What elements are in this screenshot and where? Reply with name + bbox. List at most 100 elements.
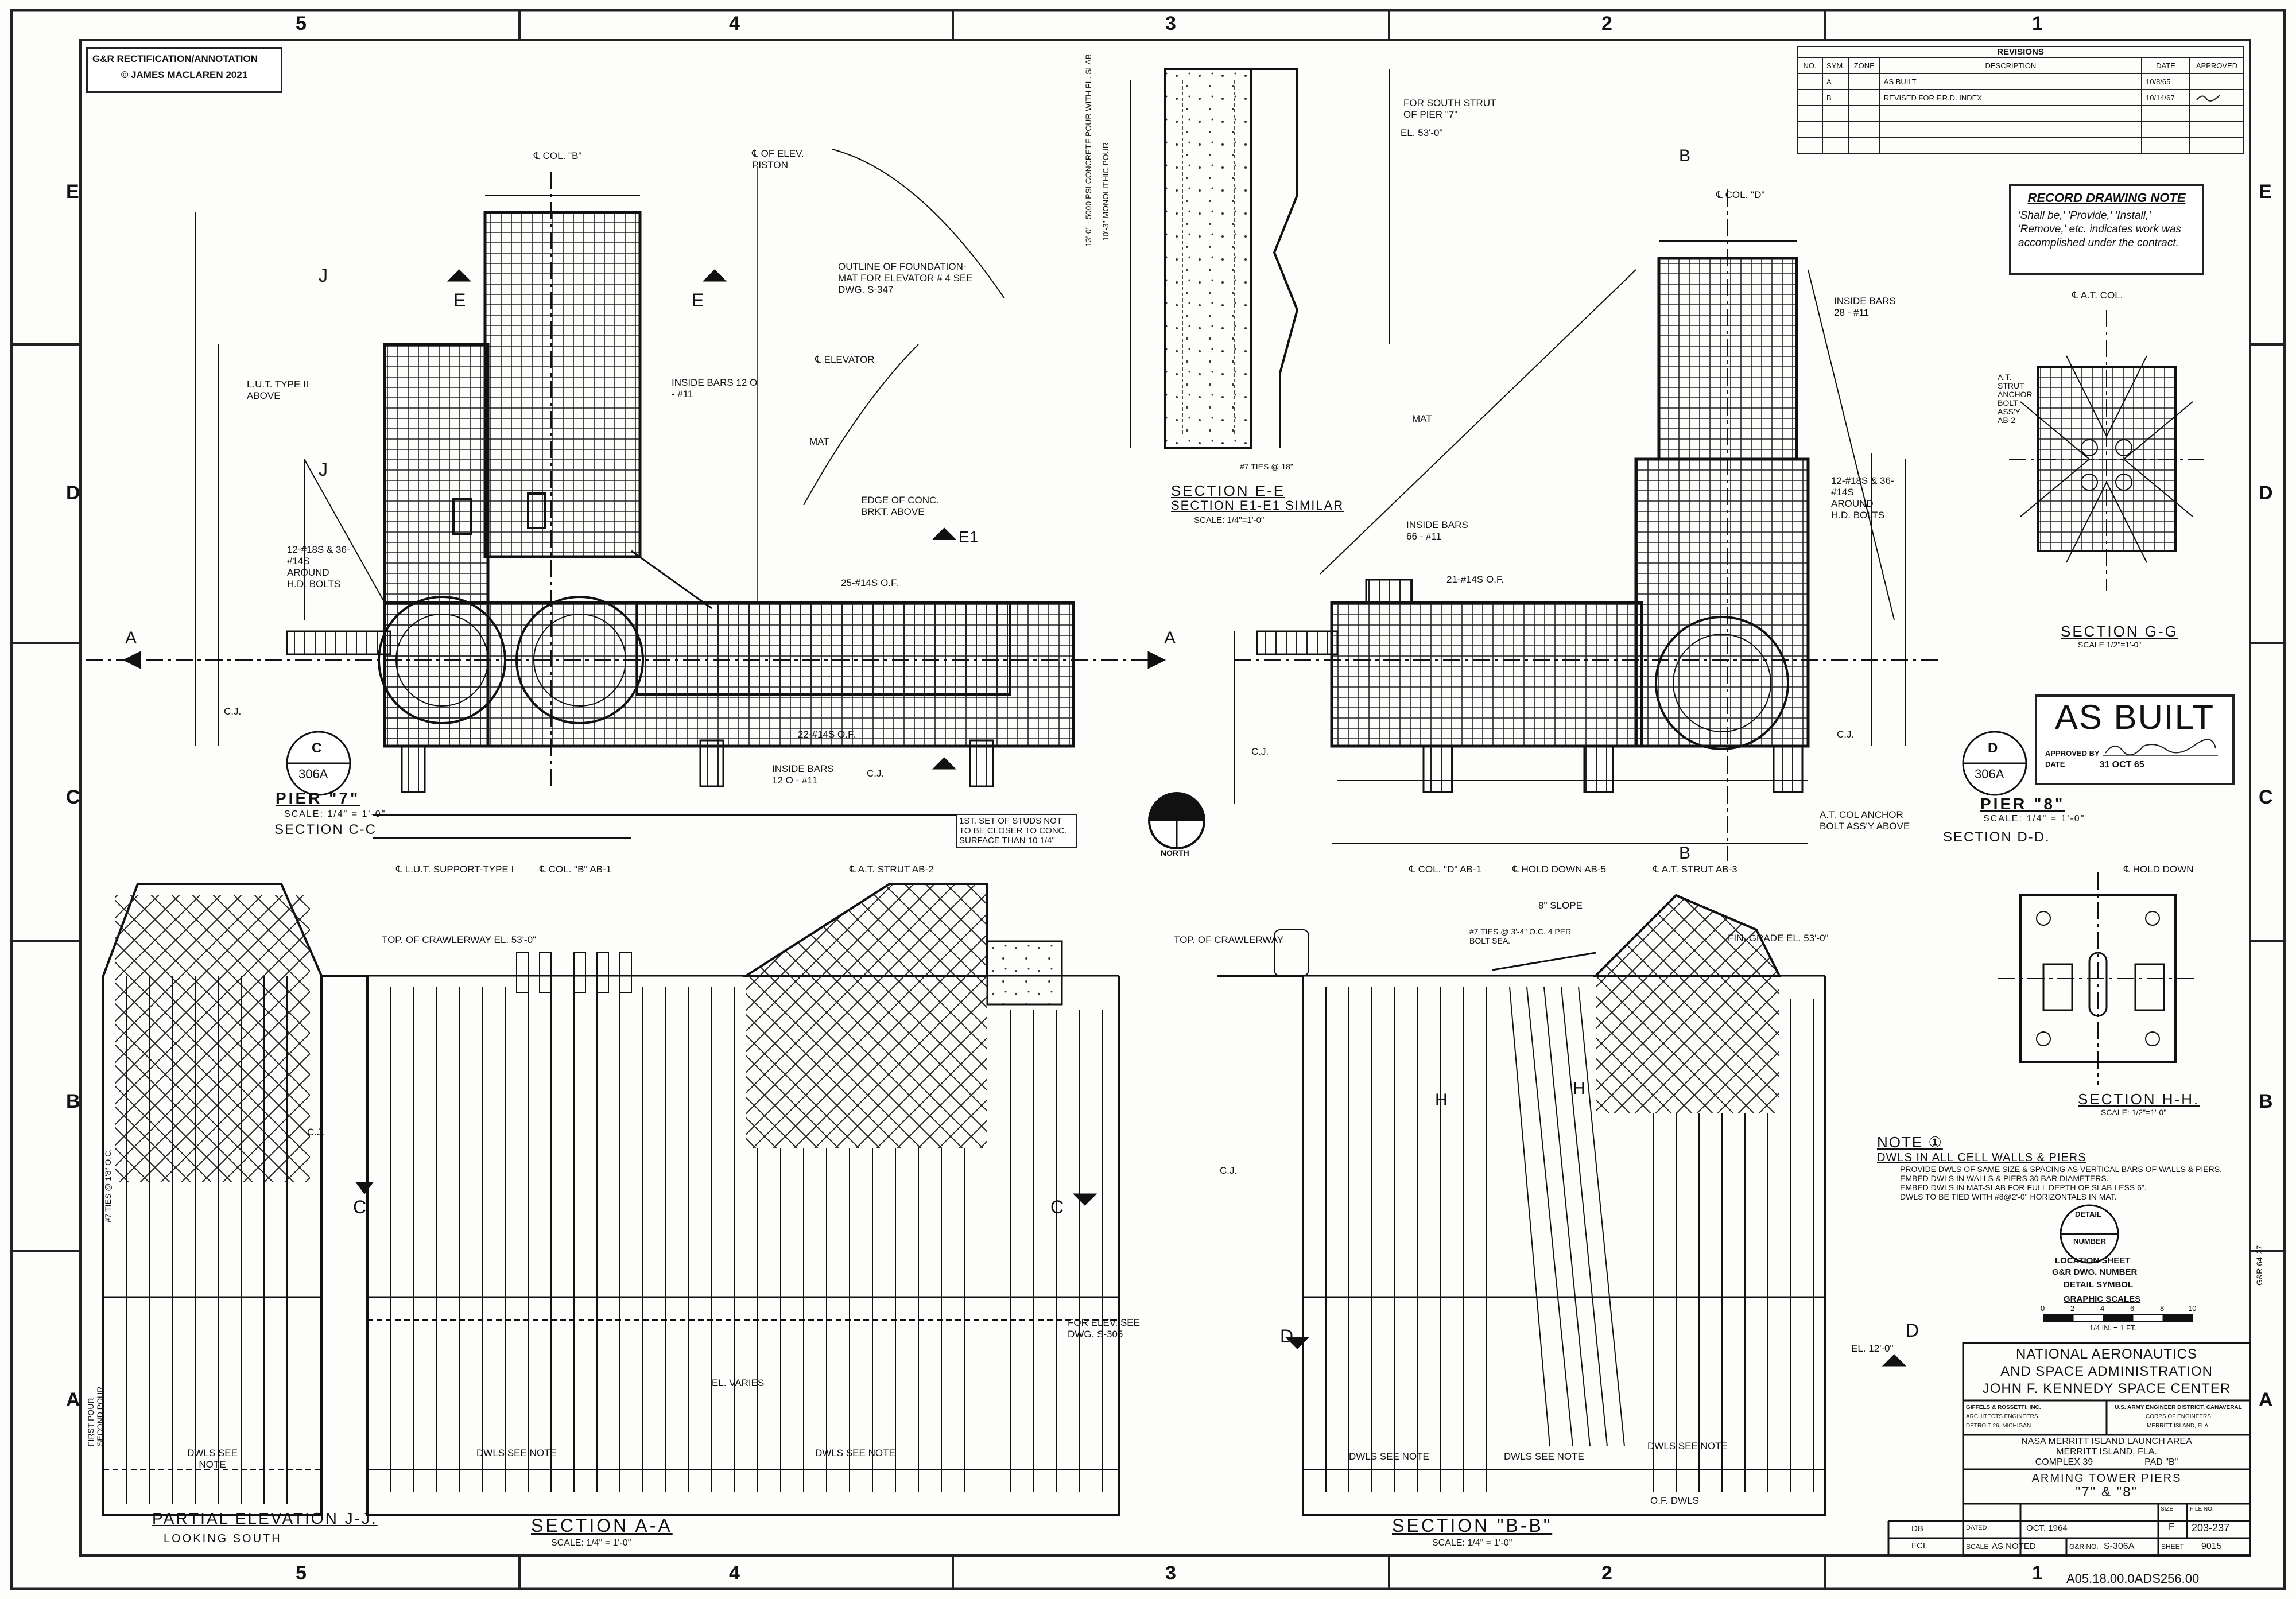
rev-desc: REVISED FOR F.R.D. INDEX — [1879, 89, 2143, 106]
bottom-reference: A05.18.00.0ADS256.00 — [2066, 1571, 2200, 1586]
record-note-body: 'Shall be,' 'Provide,' 'Install,' 'Remov… — [2018, 209, 2181, 249]
callout-inside-bars-b: INSIDE BARS 28 - #11 — [1834, 296, 1896, 318]
section-label-h-2: H — [1573, 1079, 1585, 1098]
zone-side-a-left: A — [66, 1389, 80, 1411]
title-block-sheet: 9015 — [2201, 1542, 2222, 1551]
legend-graphic-scales: GRAPHIC SCALES — [2064, 1294, 2141, 1304]
dwls-note-jj: DWLS SEE NOTE — [187, 1447, 238, 1470]
zone-top-3: 3 — [1165, 13, 1176, 34]
north-arrow-icon — [1148, 792, 1205, 849]
callout-at-strut-ab2: ℄ A.T. STRUT AB-2 — [850, 864, 934, 875]
zone-side-a-right: A — [2259, 1389, 2273, 1411]
dwls-note-aa-2: DWLS SEE NOTE — [815, 1447, 895, 1458]
scale-tick-4: 4 — [2100, 1304, 2105, 1313]
title-block-architect: GIFFELS & ROSSETTI, INC. ARCHITECTS ENGI… — [1966, 1403, 2104, 1431]
title-block-drawing-title: ARMING TOWER PIERS "7" & "8" — [1963, 1472, 2250, 1499]
callout-col-d-ab1: ℄ COL. "D" AB-1 — [1409, 864, 1481, 875]
section-label-b-top: B — [1679, 146, 1691, 165]
section-hh-scale: SCALE: 1/2"=1'-0" — [2101, 1108, 2167, 1117]
callout-ties-18: #7 TIES @ 1'8" O.C. — [103, 1148, 113, 1222]
title-block-drawn: DB — [1911, 1524, 1923, 1534]
partial-elevation-title: PARTIAL ELEVATION J-J. — [152, 1509, 378, 1527]
title-block-size: F — [2169, 1522, 2174, 1532]
note-1-line-1: DWLS IN ALL CELL WALLS & PIERS — [1877, 1151, 2086, 1164]
callout-monolithic: 10'-3" MONOLITHIC POUR — [1101, 142, 1110, 241]
section-label-d-2: D — [1906, 1320, 1919, 1341]
project-line-2: MERRITT ISLAND, FLA. — [2056, 1447, 2157, 1457]
partial-elevation-jj — [102, 883, 323, 1516]
section-label-d-1: D — [1280, 1326, 1294, 1346]
pier-7-arm — [636, 601, 1011, 696]
record-note-title: RECORD DRAWING NOTE — [2027, 191, 2186, 205]
zone-side-c-right: C — [2259, 786, 2273, 808]
section-label-c-2: C — [1050, 1197, 1064, 1217]
agency-line-3: JOHN F. KENNEDY SPACE CENTER — [1982, 1381, 2231, 1396]
zone-top-4: 4 — [729, 13, 740, 34]
rev-col-zone: ZONE — [1848, 57, 1880, 74]
rev-approved-signature — [2189, 89, 2244, 106]
callout-col-b: ℄ COL. "B" — [534, 150, 582, 161]
callout-around-bolts-a: 12-#18S & 36-#14S AROUND H.D. BOLTS — [287, 544, 350, 589]
legend-number: NUMBER — [2073, 1237, 2107, 1245]
callout-ties-bolt: #7 TIES @ 3'-4" O.C. 4 PER BOLT SEA. — [1469, 927, 1572, 945]
pier-7-dimensions — [195, 195, 1010, 839]
title-block-scale: AS NOTED — [1992, 1542, 2036, 1551]
edge-tag: G&R 64-27 — [2255, 1245, 2264, 1286]
section-label-j-2: J — [319, 459, 328, 480]
section-ee — [1130, 68, 1390, 449]
callout-south-strut: FOR SOUTH STRUT OF PIER "7" — [1403, 98, 1496, 120]
note-1-title: NOTE ① — [1877, 1134, 1943, 1151]
annotation-line-1: G&R RECTIFICATION/ANNOTATION — [92, 53, 258, 64]
approved-label: APPROVED BY — [2045, 749, 2100, 758]
pier-7-plan — [86, 149, 1148, 793]
dwls-note-aa-1: DWLS SEE NOTE — [476, 1447, 557, 1458]
rev-sym: B — [1822, 89, 1849, 106]
callout-hold-down: ℄ HOLD DOWN — [2124, 864, 2194, 875]
as-built-stamp: AS BUILT APPROVED BY DATE 31 OCT 65 — [2035, 694, 2235, 785]
drawing-title-line-1: ARMING TOWER PIERS — [2031, 1472, 2182, 1485]
section-label-j-1: J — [319, 265, 328, 286]
section-bb-title: SECTION "B-B" — [1392, 1515, 1553, 1536]
zone-bottom-1: 1 — [2032, 1562, 2043, 1584]
callout-elev-piston: ℄ OF ELEV. PISTON — [752, 148, 804, 170]
title-block-gr-no: S-306A — [2104, 1542, 2135, 1551]
agency-line-1: NATIONAL AERONAUTICS — [2015, 1346, 2198, 1362]
callout-lut: L.U.T. TYPE II ABOVE — [247, 379, 309, 401]
section-aa-scale: SCALE: 1/4" = 1'-0" — [551, 1538, 631, 1548]
rev-col-sym: SYM. — [1822, 57, 1849, 74]
partial-elevation-sub: LOOKING SOUTH — [164, 1532, 282, 1545]
annotation-box: G&R RECTIFICATION/ANNOTATION © JAMES MAC… — [86, 47, 282, 93]
callout-top-crawlerway-b: TOP. OF CRAWLERWAY — [1174, 934, 1284, 945]
table-row: B REVISED FOR F.R.D. INDEX 10/14/67 — [1797, 89, 2244, 106]
date-value: 31 OCT 65 — [2099, 760, 2144, 770]
section-label-e-1: E — [453, 290, 466, 311]
zone-side-d-left: D — [66, 482, 80, 504]
title-block-checked: FCL — [1911, 1541, 1928, 1551]
annotation-line-2: © JAMES MACLAREN 2021 — [121, 69, 248, 80]
title-block-sheet-label: SHEET — [2161, 1543, 2185, 1551]
title-block-file-no: 203-237 — [2192, 1522, 2230, 1534]
callout-hold-down-ab5: ℄ HOLD DOWN AB-5 — [1512, 864, 1606, 875]
callout-cj-d: C.J. — [1837, 729, 1855, 740]
callout-first-pour: FIRST POUR SECOND POUR — [86, 1386, 104, 1446]
zone-side-b-left: B — [66, 1090, 80, 1112]
note-1-line-3: EMBED DWLS IN WALLS & PIERS 30 BAR DIAME… — [1900, 1174, 2109, 1183]
pier-8-section: SECTION D-D. — [1943, 829, 2050, 845]
callout-fin-grade: FIN. GRADE EL. 53'-0" — [1728, 933, 1829, 944]
callout-strut-anchor: A.T. STRUT ANCHOR BOLT ASS'Y AB-2 — [1998, 372, 2033, 425]
architect-line-3: DETROIT 26, MICHIGAN — [1966, 1423, 2031, 1429]
callout-col-d: ℄ COL. "D" — [1716, 189, 1765, 200]
callout-inside-bars-d: INSIDE BARS 12 O - #11 — [772, 763, 834, 786]
zone-side-e-right: E — [2259, 181, 2272, 203]
callout-at-col-anchor: A.T. COL ANCHOR BOLT ASS'Y ABOVE — [1820, 809, 1910, 832]
callout-around-bolts-b: 12-#18S & 36-#14S AROUND H.D. BOLTS — [1831, 475, 1894, 521]
callout-at-col: ℄ A.T. COL. — [2072, 290, 2123, 301]
revisions-table: NO. SYM. ZONE DESCRIPTION DATE APPROVED … — [1797, 57, 2244, 154]
north-label: NORTH — [1161, 848, 1189, 857]
zone-bottom-3: 3 — [1165, 1562, 1176, 1584]
graphic-scale — [2043, 1314, 2193, 1322]
callout-top-crawlerway-a: TOP. OF CRAWLERWAY EL. 53'-0" — [382, 934, 537, 945]
complex-label: COMPLEX 39 — [2035, 1457, 2093, 1467]
section-gg — [2009, 310, 2204, 591]
